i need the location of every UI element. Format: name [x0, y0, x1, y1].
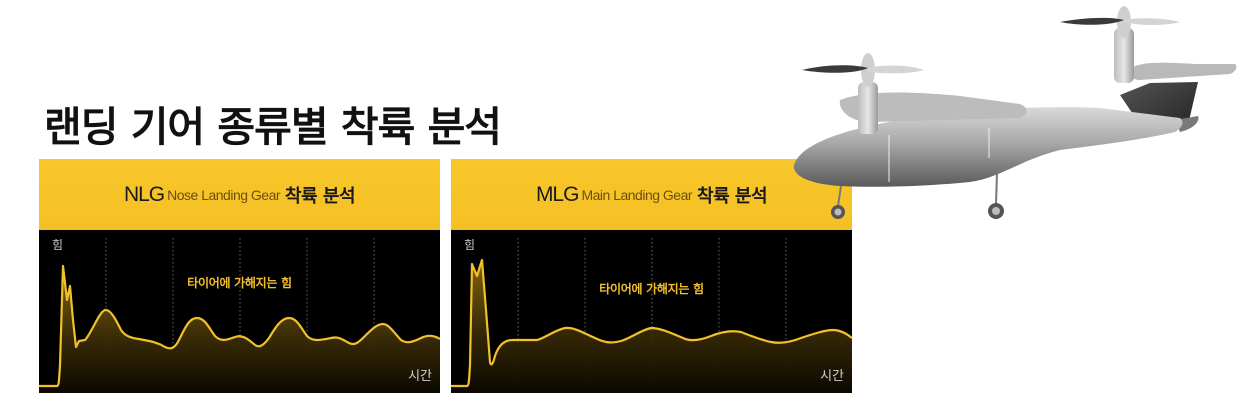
mlg-y-axis-label: 힘 [464, 238, 476, 252]
nlg-chart-plot [39, 238, 440, 393]
mlg-panel-header: MLG Main Landing Gear 착륙 분석 [451, 159, 852, 230]
nlg-force-chart: 힘 타이어에 가해지는 힘 시간 [39, 230, 440, 393]
nose-landing-gear-icon [831, 185, 845, 219]
nlg-suffix: 착륙 분석 [285, 185, 356, 207]
mlg-abbr: MLG [535, 182, 580, 206]
mlg-series-label: 타이어에 가해지는 힘 [599, 282, 704, 296]
evtol-aircraft-illustration [793, 6, 1237, 219]
mlg-x-axis-label: 시간 [820, 369, 844, 384]
mlg-panel: MLG Main Landing Gear 착륙 분석 힘 [451, 159, 852, 393]
mlg-suffix: 착륙 분석 [697, 185, 768, 207]
main-landing-gear-icon [988, 171, 1004, 219]
nlg-panel: NLG Nose Landing Gear 착륙 분석 힘 [39, 159, 440, 393]
nlg-abbr: NLG [123, 182, 165, 206]
rear-rotor-icon [1060, 6, 1180, 83]
front-rotor-icon [802, 53, 924, 134]
fuselage-icon [793, 92, 1183, 187]
mlg-chart-plot [451, 238, 852, 393]
nlg-full-name: Nose Landing Gear [167, 186, 281, 203]
page-title: 랜딩 기어 종류별 착륙 분석 [44, 103, 502, 151]
nlg-panel-header: NLG Nose Landing Gear 착륙 분석 [39, 159, 440, 230]
nlg-x-axis-label: 시간 [408, 369, 432, 384]
mlg-force-chart: 힘 타이어에 가해지는 힘 시간 [451, 230, 852, 393]
nlg-series-label: 타이어에 가해지는 힘 [187, 276, 292, 290]
mlg-full-name: Main Landing Gear [581, 186, 693, 203]
nlg-y-axis-label: 힘 [52, 238, 64, 252]
